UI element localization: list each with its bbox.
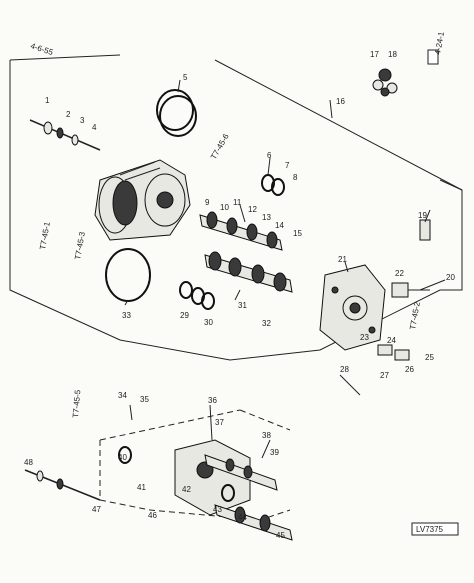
callout-37: 37 bbox=[215, 418, 224, 427]
o-ring-lower bbox=[118, 446, 132, 464]
callout-13: 13 bbox=[262, 213, 271, 222]
bolt-1 bbox=[377, 344, 393, 356]
lower-spool bbox=[24, 469, 101, 501]
callout-1: 1 bbox=[45, 96, 50, 105]
callout-40: 40 bbox=[118, 453, 127, 462]
callout-7: 7 bbox=[285, 161, 290, 170]
callout-20: 20 bbox=[446, 273, 455, 282]
callout-44: 44 bbox=[238, 513, 247, 522]
callout-38: 38 bbox=[262, 431, 271, 440]
ref-label-4: T7-45-6 bbox=[209, 132, 231, 161]
callout-3: 3 bbox=[80, 116, 85, 125]
drawing-id: LV7375 bbox=[416, 525, 444, 534]
callout-32: 32 bbox=[262, 319, 271, 328]
fitting-cluster bbox=[372, 68, 398, 97]
lower-right-spool bbox=[214, 504, 293, 541]
bolt-3 bbox=[339, 374, 361, 396]
callout-21: 21 bbox=[338, 255, 347, 264]
callout-48: 48 bbox=[24, 458, 33, 467]
callout-4: 4 bbox=[92, 123, 97, 132]
callout-39: 39 bbox=[270, 448, 279, 457]
ref-label-6: 4-24-1 bbox=[433, 30, 446, 55]
callout-36: 36 bbox=[208, 396, 217, 405]
callout-17: 17 bbox=[370, 50, 379, 59]
callout-5: 5 bbox=[183, 73, 188, 82]
callout-25: 25 bbox=[425, 353, 434, 362]
ref-label-2: T7-45-1 bbox=[38, 221, 52, 251]
spool-upper bbox=[199, 211, 283, 251]
callout-9: 9 bbox=[205, 198, 210, 207]
callout-11: 11 bbox=[233, 198, 242, 207]
ref-label-1: 4-6-55 bbox=[29, 41, 54, 57]
callout-12: 12 bbox=[248, 205, 257, 214]
seal-ring-large bbox=[156, 89, 194, 131]
callout-10: 10 bbox=[220, 203, 229, 212]
o-ring-small-2 bbox=[179, 281, 193, 299]
o-ring-large bbox=[105, 248, 151, 302]
callout-47: 47 bbox=[92, 505, 101, 514]
callout-30: 30 bbox=[204, 318, 213, 327]
ref-label-5: T7-45-5 bbox=[71, 389, 82, 418]
group-frame bbox=[9, 60, 463, 361]
valve-body-lower bbox=[174, 439, 278, 516]
plug-fitting bbox=[391, 282, 430, 298]
callout-46: 46 bbox=[148, 511, 157, 520]
callout-43: 43 bbox=[213, 505, 222, 514]
ref-box-top-right bbox=[427, 49, 439, 65]
drawing-id-box bbox=[411, 522, 459, 536]
leader-lines bbox=[124, 79, 446, 459]
callout-33: 33 bbox=[122, 311, 131, 320]
callout-29: 29 bbox=[180, 311, 189, 320]
callout-45: 45 bbox=[276, 531, 285, 540]
callout-41: 41 bbox=[137, 483, 146, 492]
callout-8: 8 bbox=[293, 173, 298, 182]
spool-lower bbox=[204, 251, 293, 293]
callout-34: 34 bbox=[118, 391, 127, 400]
input-shaft bbox=[29, 119, 101, 151]
ref-label-3: T7-45-3 bbox=[73, 231, 87, 261]
callout-6: 6 bbox=[267, 151, 272, 160]
callout-18: 18 bbox=[388, 50, 397, 59]
pump-housing bbox=[94, 159, 191, 241]
callout-26: 26 bbox=[405, 365, 414, 374]
callout-14: 14 bbox=[275, 221, 284, 230]
end-cover bbox=[319, 264, 386, 351]
callout-19: 19 bbox=[418, 211, 427, 220]
callout-27: 27 bbox=[380, 371, 389, 380]
callout-28: 28 bbox=[340, 365, 349, 374]
callout-24: 24 bbox=[387, 336, 396, 345]
callout-35: 35 bbox=[140, 395, 149, 404]
callout-15: 15 bbox=[293, 229, 302, 238]
callout-23: 23 bbox=[360, 333, 369, 342]
bolt-2 bbox=[394, 349, 410, 361]
callout-42: 42 bbox=[182, 485, 191, 494]
callout-22: 22 bbox=[395, 269, 404, 278]
callout-2: 2 bbox=[66, 110, 71, 119]
screw-right bbox=[419, 219, 431, 241]
callout-31: 31 bbox=[238, 301, 247, 310]
callout-16: 16 bbox=[336, 97, 345, 106]
